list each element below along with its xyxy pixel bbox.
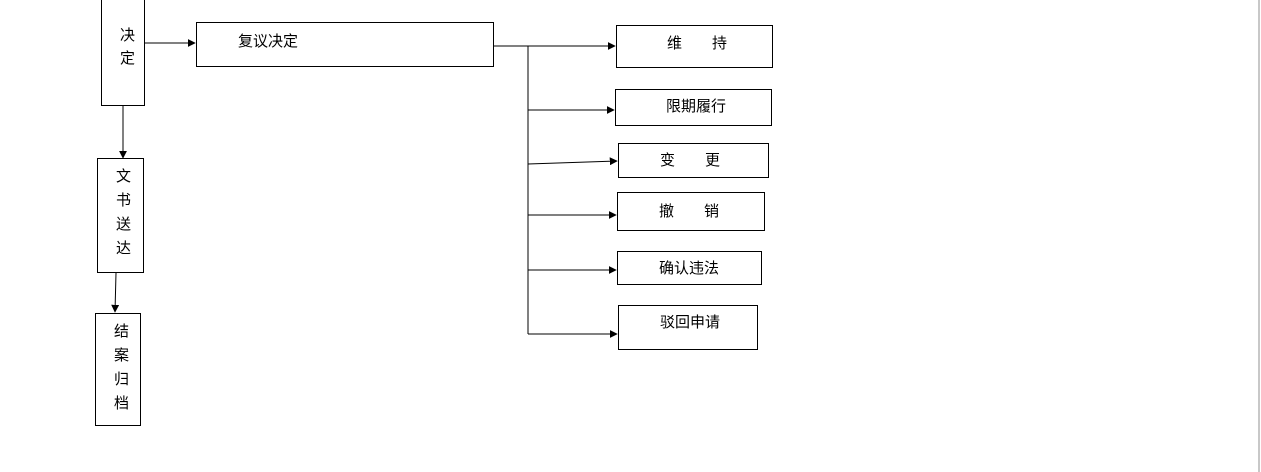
node-delivery-char-3: 达	[116, 239, 131, 257]
node-delivery: 文 书 送 达	[97, 158, 144, 273]
node-decision-char-0: 决	[120, 26, 135, 44]
node-archive: 结 案 归 档	[95, 313, 141, 426]
node-outcome-4-label: 确认违法	[659, 259, 719, 277]
node-outcome-3: 撤 销	[617, 192, 765, 231]
node-archive-char-3: 档	[114, 394, 129, 412]
node-archive-text: 结 案 归 档	[114, 322, 134, 412]
node-outcome-5-label: 驳回申请	[660, 313, 720, 331]
node-delivery-text: 文 书 送 达	[116, 167, 136, 257]
node-delivery-char-1: 书	[116, 191, 131, 209]
node-review: 复议决定	[196, 22, 494, 67]
node-decision-text: 决 定	[120, 26, 140, 67]
node-outcome-0-label: 维 持	[667, 34, 727, 52]
node-decision: 决 定	[101, 0, 145, 106]
node-outcome-2-label: 变 更	[660, 151, 720, 169]
node-archive-char-0: 结	[114, 322, 129, 340]
node-decision-box	[101, 0, 145, 106]
node-outcome-2-box	[618, 143, 769, 178]
node-outcome-0-box	[616, 25, 773, 68]
node-outcome-5: 驳回申请	[618, 305, 758, 350]
node-review-box	[196, 22, 494, 67]
node-outcome-1: 限期履行	[615, 89, 772, 126]
node-outcome-1-label: 限期履行	[666, 97, 726, 115]
node-outcome-2: 变 更	[618, 143, 769, 178]
node-delivery-char-0: 文	[116, 167, 131, 185]
node-review-label: 复议决定	[238, 32, 298, 50]
node-outcome-4: 确认违法	[617, 251, 762, 285]
node-archive-char-2: 归	[114, 370, 129, 388]
arrow-to-outcome-2	[527, 157, 618, 166]
node-delivery-box	[97, 158, 144, 273]
node-archive-char-1: 案	[114, 346, 129, 364]
node-outcome-0: 维 持	[616, 25, 773, 68]
arrow-delivery-to-archive	[111, 272, 120, 313]
node-delivery-char-2: 送	[116, 215, 131, 233]
node-decision-char-1: 定	[120, 49, 135, 67]
node-outcome-1-box	[615, 89, 772, 126]
node-outcome-3-label: 撤 销	[659, 202, 719, 220]
node-outcome-4-box	[617, 251, 762, 285]
node-archive-box	[95, 313, 141, 426]
node-outcome-3-box	[617, 192, 765, 231]
node-outcome-5-box	[618, 305, 758, 350]
